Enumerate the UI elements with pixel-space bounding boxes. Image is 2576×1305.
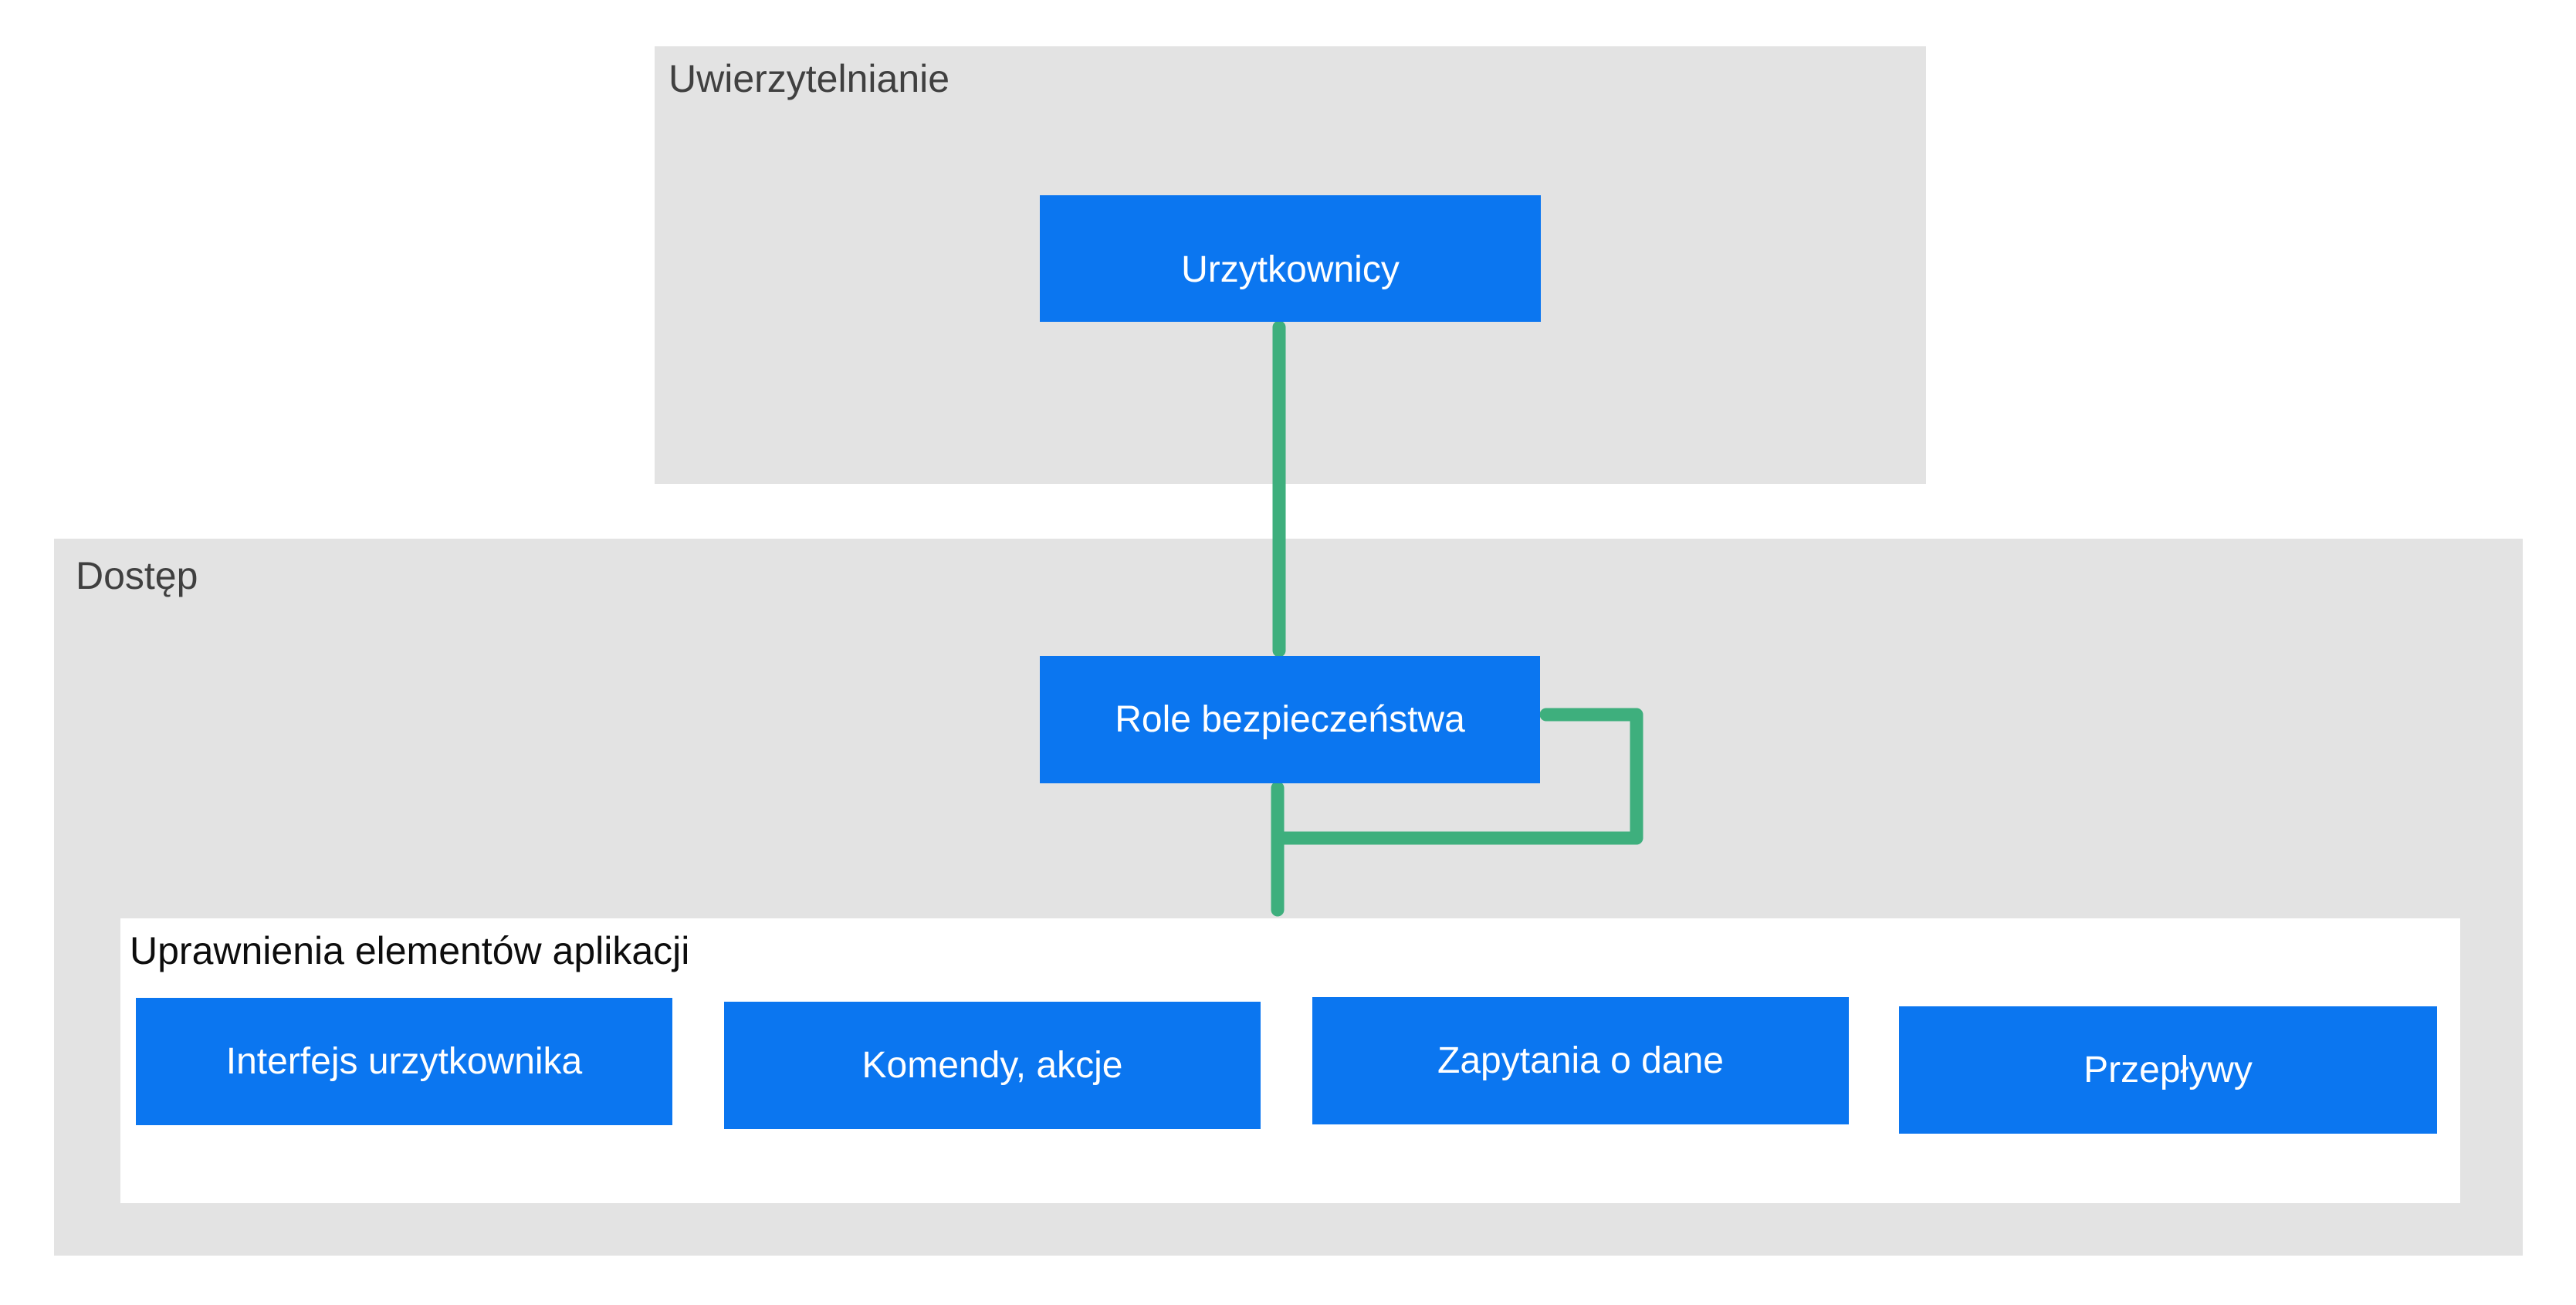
node-flows: Przepływy bbox=[1899, 1006, 2437, 1134]
node-user-interface: Interfejs urzytkownika bbox=[136, 998, 672, 1125]
node-security-roles: Role bezpieczeństwa bbox=[1040, 656, 1540, 783]
node-data-queries: Zapytania o dane bbox=[1312, 997, 1849, 1124]
node-flows-label: Przepływy bbox=[2083, 1050, 2253, 1090]
node-users: Urzytkownicy bbox=[1040, 195, 1541, 322]
node-users-label: Urzytkownicy bbox=[1181, 248, 1400, 290]
node-user-interface-label: Interfejs urzytkownika bbox=[225, 1041, 583, 1082]
connector-roles-right-loop bbox=[1276, 708, 1643, 845]
node-security-roles-label: Role bezpieczeństwa bbox=[1115, 699, 1465, 740]
node-commands-actions: Komendy, akcje bbox=[724, 1002, 1261, 1129]
group-access-label: Dostęp bbox=[76, 554, 198, 597]
node-commands-actions-label: Komendy, akcje bbox=[861, 1045, 1123, 1086]
panel-app-element-permissions-label: Uprawnienia elementów aplikacji bbox=[130, 929, 690, 972]
node-data-queries-label: Zapytania o dane bbox=[1437, 1040, 1724, 1081]
group-authentication-label: Uwierzytelnianie bbox=[669, 57, 950, 100]
